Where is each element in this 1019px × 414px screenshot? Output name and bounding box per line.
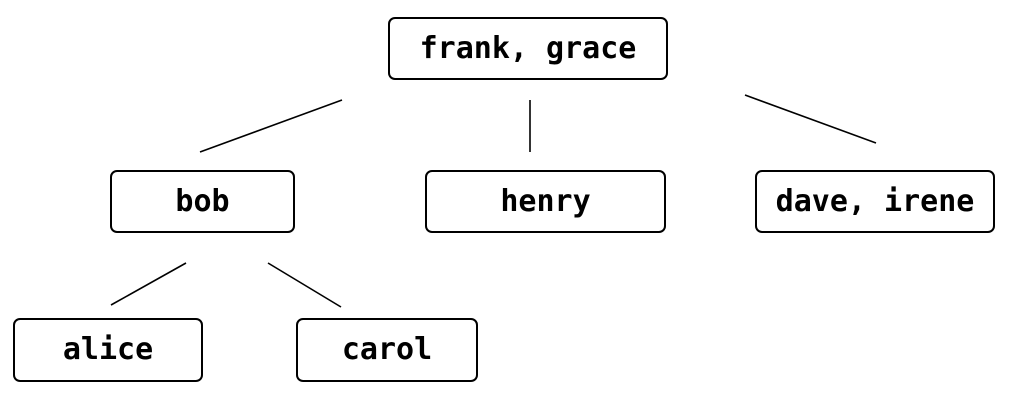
graph-node-label-frank-grace: frank, grace [419, 30, 637, 66]
graph-node-carol[interactable]: carol [296, 318, 478, 382]
graph-node-dave-irene[interactable]: dave, irene [755, 170, 995, 233]
graph-edge-bob--alice [110, 262, 187, 306]
graph-edge-frank-grace--dave-irene [744, 94, 877, 144]
graph-edge-frank-grace--bob [199, 99, 343, 153]
graph-node-frank-grace[interactable]: frank, grace [388, 17, 668, 80]
graph-node-label-carol: carol [341, 332, 433, 367]
graph-node-label-henry: henry [500, 183, 591, 219]
graph-node-label-alice: alice [62, 332, 154, 367]
graph-node-henry[interactable]: henry [425, 170, 666, 233]
graph-node-alice[interactable]: alice [13, 318, 203, 382]
graph-node-label-dave-irene: dave, irene [775, 183, 975, 219]
graph-node-bob[interactable]: bob [110, 170, 295, 233]
graph-node-label-bob: bob [175, 183, 230, 219]
graph-edge-bob--carol [267, 262, 342, 308]
